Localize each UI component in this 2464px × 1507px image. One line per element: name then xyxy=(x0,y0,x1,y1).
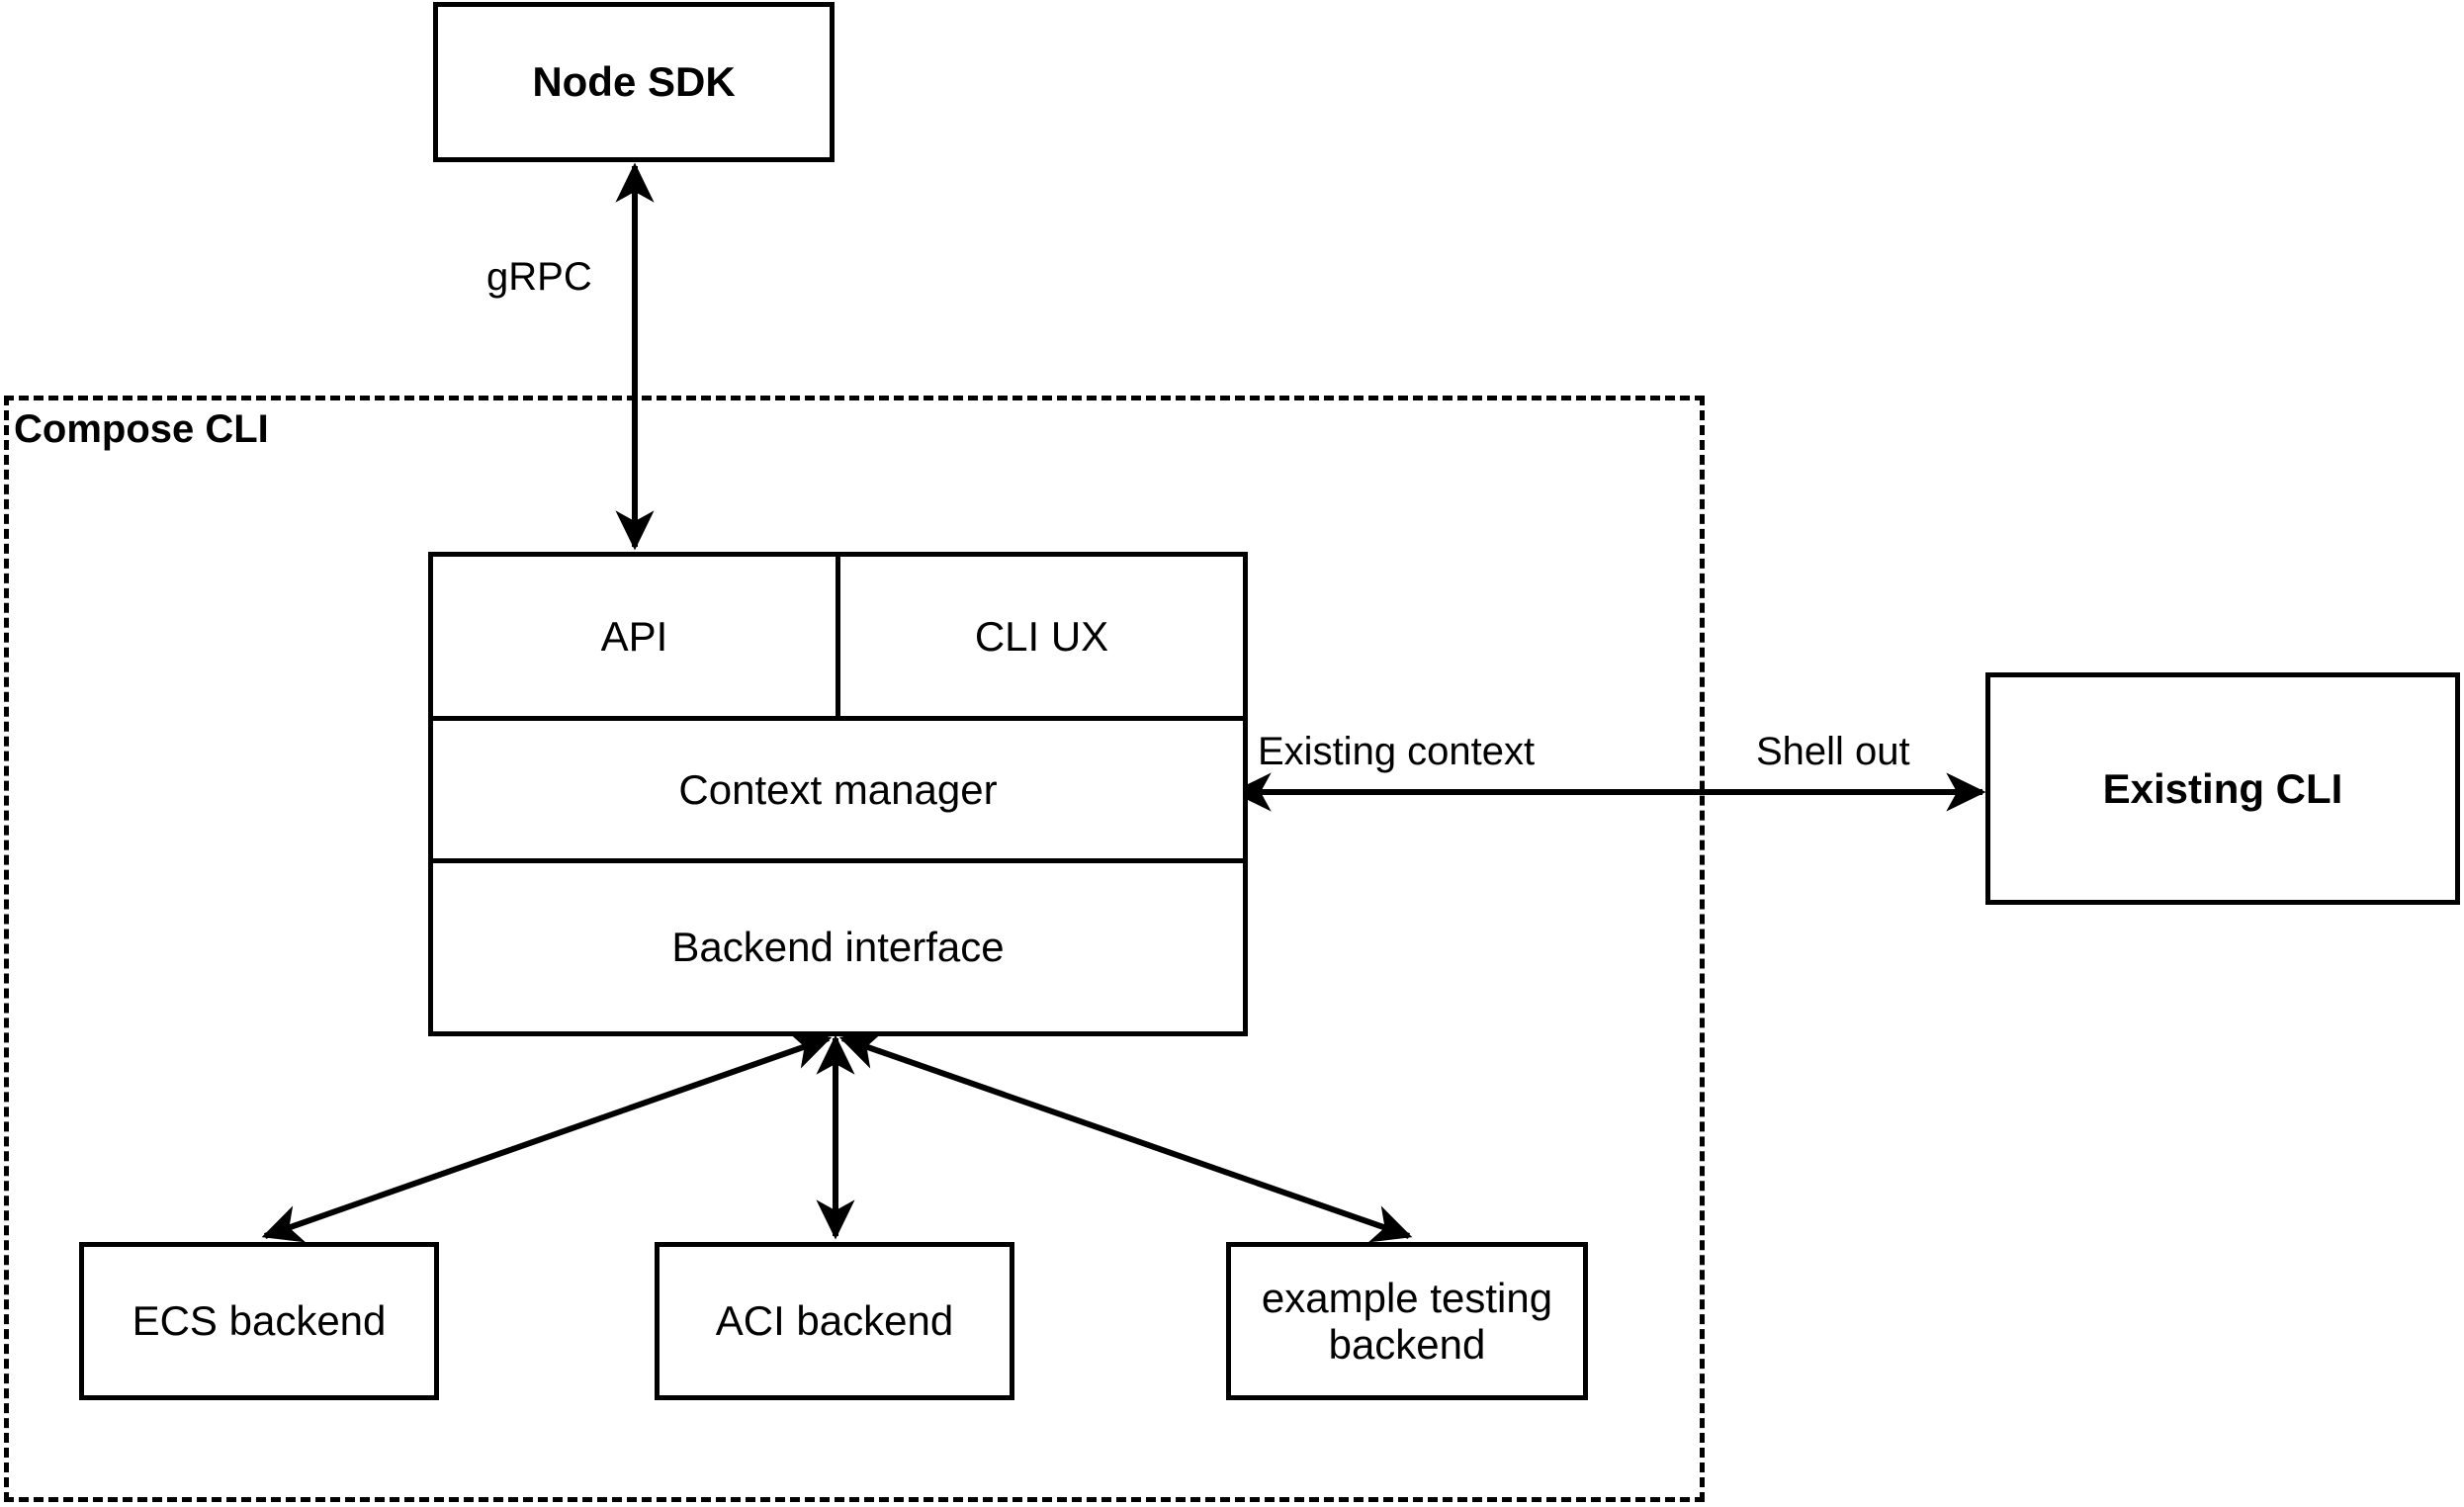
compose-cli-group-boundary xyxy=(4,396,1705,1502)
cli-ux-cell[interactable]: CLI UX xyxy=(836,557,1243,716)
compose-cli-stack: API CLI UX Context manager Backend inter… xyxy=(428,552,1248,1036)
ecs-backend-box[interactable]: ECS backend xyxy=(79,1242,439,1400)
edge-label-grpc: gRPC xyxy=(486,255,592,299)
example-testing-backend-box[interactable]: example testing backend xyxy=(1226,1242,1588,1400)
aci-backend-box[interactable]: ACI backend xyxy=(655,1242,1014,1400)
existing-cli-box[interactable]: Existing CLI xyxy=(1985,672,2460,905)
node-sdk-box[interactable]: Node SDK xyxy=(433,2,835,162)
example-testing-backend-label-line1: example testing xyxy=(1261,1274,1553,1321)
compose-cli-group-label: Compose CLI xyxy=(14,407,269,451)
edge-label-existing-context: Existing context xyxy=(1258,730,1536,773)
example-testing-backend-label-line2: backend xyxy=(1328,1321,1486,1368)
edge-label-shell-out: Shell out xyxy=(1756,730,1910,773)
stack-row-context-manager: Context manager xyxy=(433,716,1243,858)
backend-interface-cell[interactable]: Backend interface xyxy=(671,924,1005,971)
context-manager-cell[interactable]: Context manager xyxy=(678,765,998,813)
stack-row-api-cliux: API CLI UX xyxy=(433,557,1243,716)
stack-row-backend-interface: Backend interface xyxy=(433,858,1243,1031)
api-cell[interactable]: API xyxy=(600,612,668,660)
